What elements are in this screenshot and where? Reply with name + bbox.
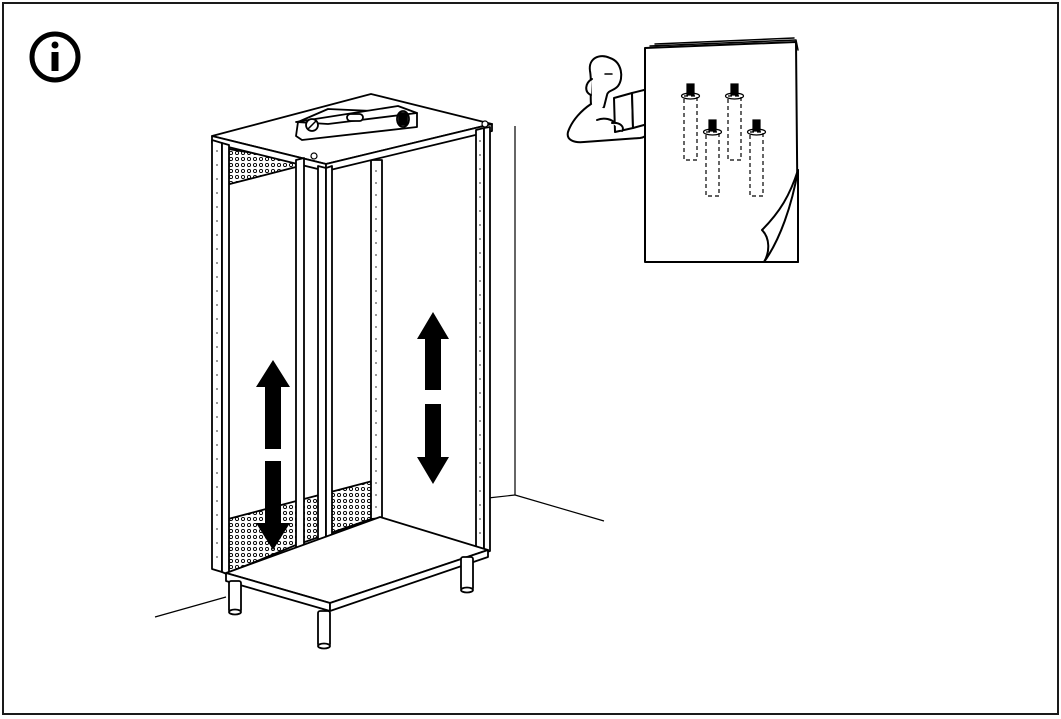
legs [228, 556, 474, 650]
manual-dowels [680, 83, 767, 197]
spirit-level-icon [295, 105, 489, 160]
double-arrow-left [256, 360, 290, 550]
info-icon [29, 31, 81, 83]
person-reading-manual-icon [566, 37, 799, 263]
room-lines [154, 126, 605, 618]
wardrobe-frame [211, 93, 493, 650]
double-arrow-right [417, 312, 449, 484]
